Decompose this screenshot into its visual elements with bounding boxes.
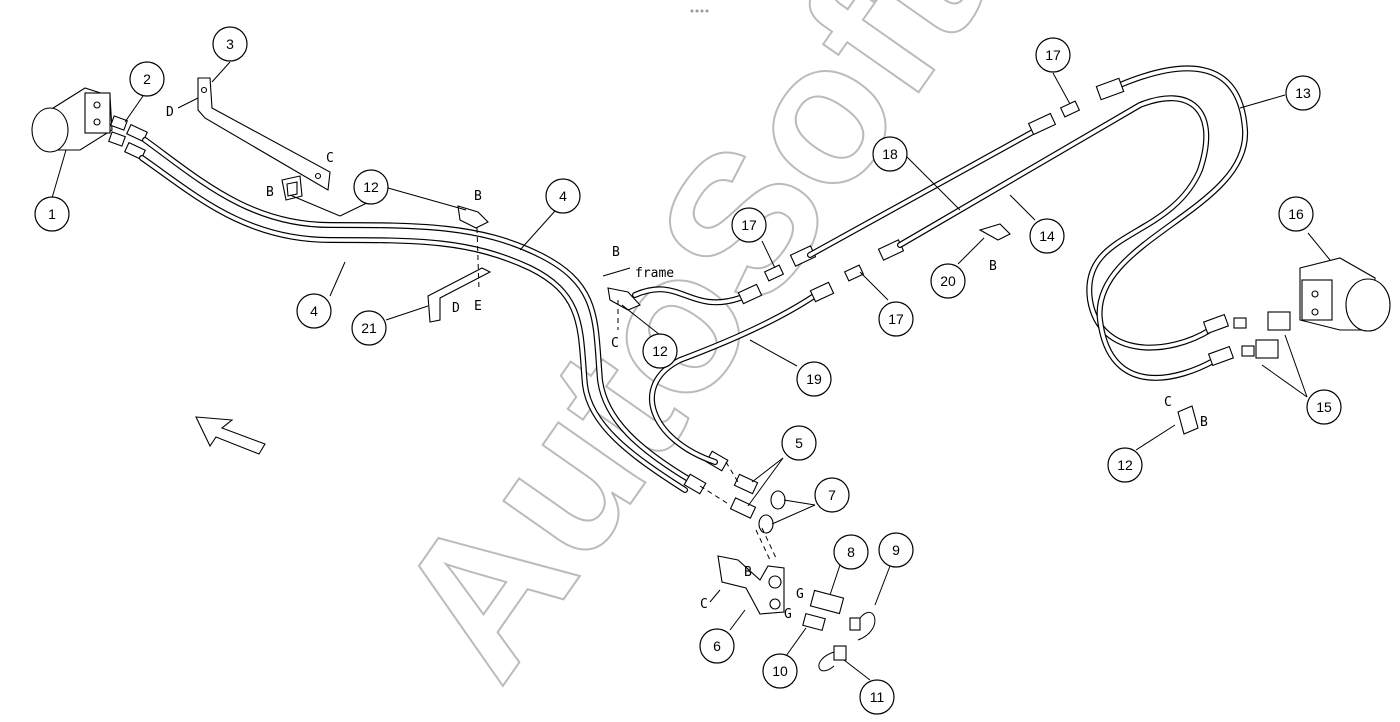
svg-text:11: 11 bbox=[870, 689, 885, 705]
hose-18 bbox=[807, 125, 1043, 258]
callout-17-mid[interactable]: 17 bbox=[731, 207, 767, 243]
callout-20[interactable]: 20 bbox=[930, 263, 966, 299]
hose-frame-to-17 bbox=[632, 286, 743, 306]
clip-20 bbox=[978, 223, 1011, 241]
ref-b-clamp12b: B bbox=[474, 189, 482, 204]
callout-3[interactable]: 3 bbox=[212, 26, 248, 62]
callout-19[interactable]: 19 bbox=[796, 361, 832, 397]
ref-e-line: E bbox=[474, 299, 482, 314]
callout-6[interactable]: 6 bbox=[699, 628, 735, 664]
callout-4-upper[interactable]: 4 bbox=[545, 178, 581, 214]
bracket-6 bbox=[717, 555, 785, 615]
clamp-12-frame bbox=[607, 287, 641, 311]
callout-16[interactable]: 16 bbox=[1278, 196, 1314, 232]
clamp-12c bbox=[1177, 405, 1199, 435]
callout-9[interactable]: 9 bbox=[878, 532, 914, 568]
svg-text:2: 2 bbox=[143, 71, 151, 87]
ref-b-clip20: B bbox=[989, 259, 997, 274]
bracket-3 bbox=[197, 77, 331, 191]
svg-text:10: 10 bbox=[772, 663, 788, 679]
ref-b-frame: B bbox=[612, 245, 620, 260]
ref-c-bracket6: C bbox=[700, 597, 708, 612]
hose-4-pair bbox=[139, 137, 693, 493]
svg-text:5: 5 bbox=[795, 435, 803, 451]
ref-b-clamp12a: B bbox=[266, 185, 274, 200]
cap-11 bbox=[818, 645, 847, 672]
svg-text:16: 16 bbox=[1288, 206, 1304, 222]
leader-lines bbox=[51, 61, 1331, 681]
fittings-15 bbox=[1202, 311, 1291, 367]
svg-text:12: 12 bbox=[363, 179, 379, 195]
callout-10[interactable]: 10 bbox=[762, 653, 798, 689]
washers-7 bbox=[758, 490, 786, 534]
ref-b-clamp12c: B bbox=[1200, 415, 1208, 430]
svg-text:13: 13 bbox=[1295, 85, 1311, 101]
callout-15[interactable]: 15 bbox=[1306, 389, 1342, 425]
hose-19 bbox=[649, 289, 823, 465]
svg-text:8: 8 bbox=[847, 544, 855, 560]
ref-frame: frame bbox=[635, 266, 674, 281]
reference-letters: D C B B E D B frame C B C B B C G G bbox=[166, 97, 1208, 622]
svg-text:17: 17 bbox=[1045, 47, 1061, 63]
clamp-12a bbox=[281, 175, 303, 201]
ref-b-bracket6: B bbox=[744, 565, 752, 580]
fittings-17-top bbox=[1027, 77, 1125, 136]
cap-9 bbox=[849, 611, 876, 641]
ref-d-bracket21: D bbox=[452, 301, 460, 316]
svg-text:17: 17 bbox=[888, 311, 904, 327]
svg-text:12: 12 bbox=[652, 343, 668, 359]
svg-text:12: 12 bbox=[1117, 457, 1133, 473]
callout-12-frame[interactable]: 12 bbox=[642, 333, 678, 369]
svg-text:4: 4 bbox=[310, 303, 318, 319]
callout-2[interactable]: 2 bbox=[129, 61, 165, 97]
callout-12-right[interactable]: 12 bbox=[1107, 447, 1143, 483]
svg-text:14: 14 bbox=[1039, 228, 1055, 244]
svg-text:17: 17 bbox=[741, 217, 757, 233]
callout-8[interactable]: 8 bbox=[833, 534, 869, 570]
coupling-8 bbox=[809, 589, 845, 615]
callout-11[interactable]: 11 bbox=[859, 679, 895, 715]
motor-left bbox=[31, 87, 113, 153]
svg-text:1: 1 bbox=[48, 206, 56, 222]
fittings-2 bbox=[108, 115, 149, 161]
motor-right bbox=[1299, 257, 1391, 332]
svg-text:21: 21 bbox=[361, 320, 377, 336]
svg-text:15: 15 bbox=[1316, 399, 1332, 415]
callout-18[interactable]: 18 bbox=[872, 136, 908, 172]
svg-text:20: 20 bbox=[940, 273, 956, 289]
svg-text:6: 6 bbox=[713, 638, 721, 654]
ref-d-bracket3: D bbox=[166, 105, 174, 120]
svg-text:4: 4 bbox=[559, 188, 567, 204]
callout-17-top[interactable]: 17 bbox=[1035, 37, 1071, 73]
ref-c-clamp12c: C bbox=[1164, 395, 1172, 410]
svg-text:3: 3 bbox=[226, 36, 234, 52]
bracket-21 bbox=[427, 267, 492, 323]
ref-c-bracket3: C bbox=[326, 151, 334, 166]
direction-arrow-icon bbox=[195, 416, 266, 455]
callout-14[interactable]: 14 bbox=[1029, 218, 1065, 254]
callout-4-lower[interactable]: 4 bbox=[296, 293, 332, 329]
callout-7[interactable]: 7 bbox=[814, 477, 850, 513]
ref-g-upper: G bbox=[796, 587, 804, 602]
hose-13 bbox=[1096, 65, 1249, 381]
callout-21[interactable]: 21 bbox=[351, 310, 387, 346]
callout-13[interactable]: 13 bbox=[1285, 75, 1321, 111]
dashed-line-e bbox=[476, 227, 480, 291]
callout-1[interactable]: 1 bbox=[34, 196, 70, 232]
svg-text:19: 19 bbox=[806, 371, 822, 387]
svg-text:7: 7 bbox=[828, 487, 836, 503]
svg-text:18: 18 bbox=[882, 146, 898, 162]
ref-g-lower: G bbox=[784, 607, 792, 622]
ref-c-frame: C bbox=[611, 336, 619, 351]
callout-12-upper[interactable]: 12 bbox=[353, 169, 389, 205]
callout-17-lower[interactable]: 17 bbox=[878, 301, 914, 337]
callout-5[interactable]: 5 bbox=[781, 425, 817, 461]
svg-text:9: 9 bbox=[892, 542, 900, 558]
clamp-12b bbox=[457, 205, 489, 229]
fitting-10 bbox=[802, 612, 826, 632]
toolbar-dots-icon[interactable] bbox=[690, 9, 709, 13]
hose-14 bbox=[897, 95, 1213, 351]
